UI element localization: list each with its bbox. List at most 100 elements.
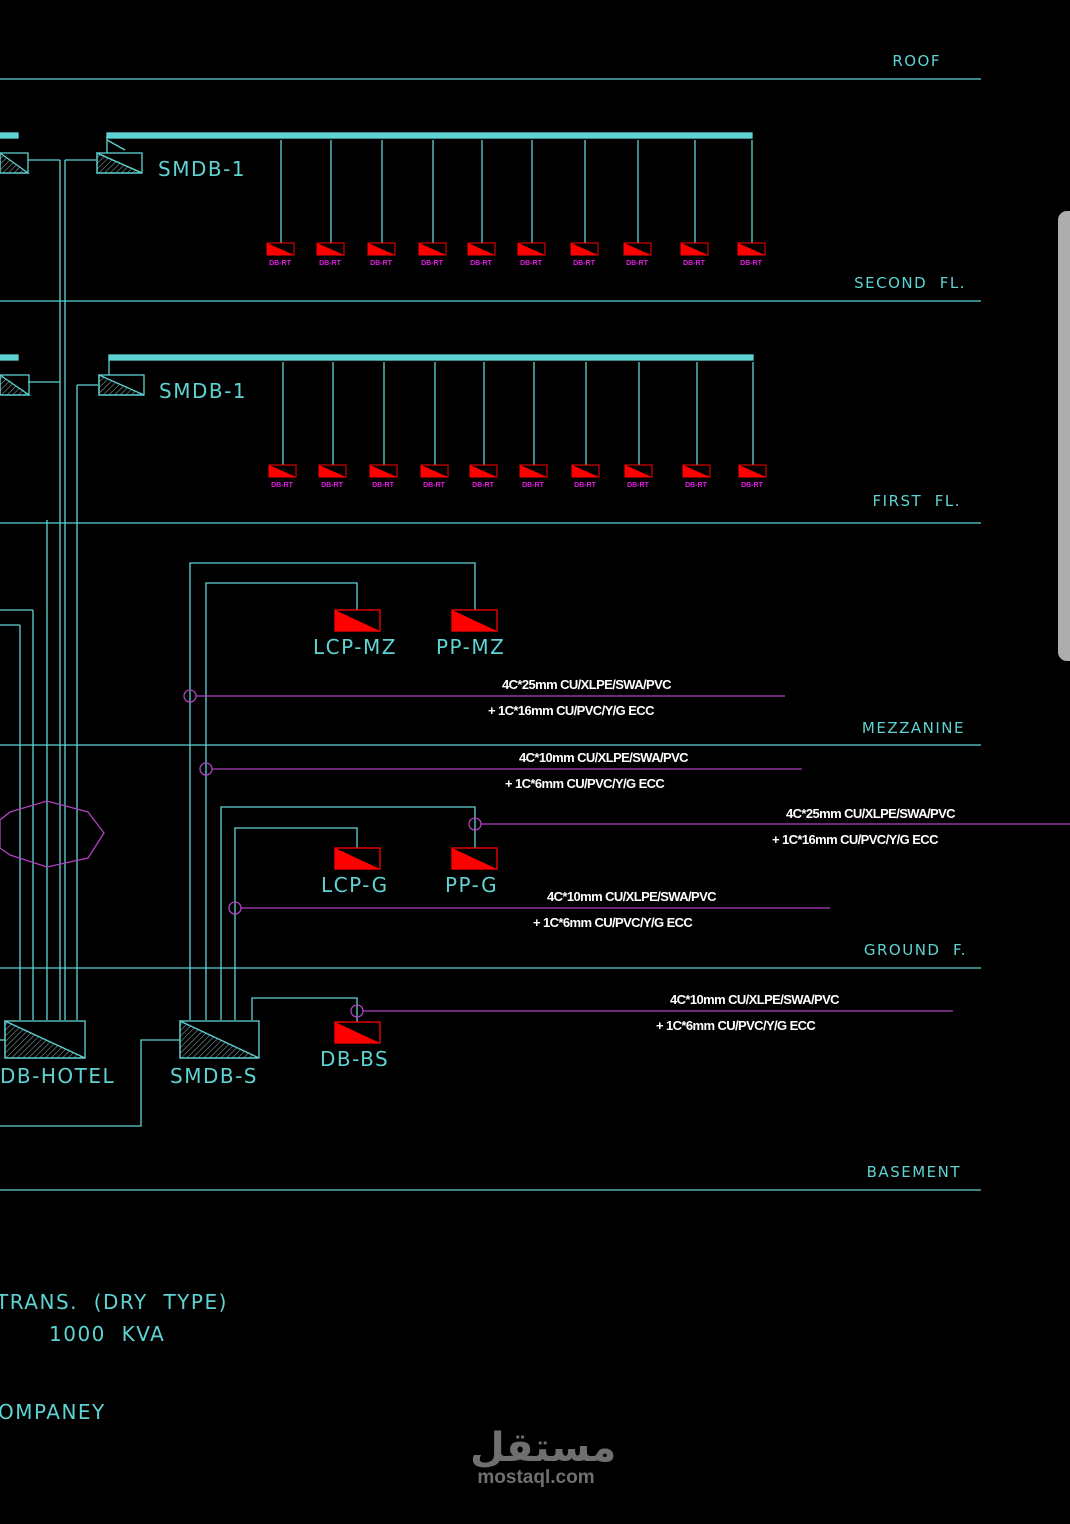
dbrt-fill	[681, 243, 708, 255]
dbrt-label: DB-RT	[321, 482, 343, 489]
dbrt-fill	[571, 243, 598, 255]
smdb-s-label: SMDB-S	[170, 1064, 258, 1088]
pp-mz-label: PP-MZ	[436, 635, 505, 659]
dbrt-panel[interactable]: DB-RT	[680, 140, 709, 267]
dbrt-fill	[319, 465, 346, 477]
dbrt-label: DB-RT	[626, 260, 648, 267]
dbrt-fill	[368, 243, 395, 255]
dbrt-label: DB-RT	[372, 482, 394, 489]
transformer-outline	[0, 800, 105, 868]
cable-line-2	[199, 762, 802, 776]
panel-pp-g[interactable]	[451, 847, 498, 870]
dbrt-label: DB-RT	[522, 482, 544, 489]
cable-5-line1: 4C*10mm CU/XLPE/SWA/PVC	[670, 992, 840, 1007]
dbrt-label: DB-RT	[271, 482, 293, 489]
transformer-rating-note: 1000 KVA	[49, 1322, 165, 1346]
dbrt-label: DB-RT	[470, 260, 492, 267]
dbrt-panel[interactable]: DB-RT	[369, 362, 398, 489]
dbrt-panel[interactable]: DB-RT	[571, 362, 600, 489]
dbrt-panel[interactable]: DB-RT	[737, 140, 766, 267]
dbrt-label: DB-RT	[319, 260, 341, 267]
cable-1-line1: 4C*25mm CU/XLPE/SWA/PVC	[502, 677, 672, 692]
dbrt-panel[interactable]: DB-RT	[517, 140, 546, 267]
dbrt-panel[interactable]: DB-RT	[570, 140, 599, 267]
dbrt-panel[interactable]: DB-RT	[420, 362, 449, 489]
floor-label-ground: GROUND F.	[864, 941, 967, 959]
cable-4-line2: + 1C*6mm CU/PVC/Y/G ECC	[533, 915, 693, 930]
cable-line-1	[183, 689, 785, 703]
db-bs-label: DB-BS	[320, 1047, 389, 1071]
vertical-scrollbar[interactable]	[1058, 211, 1070, 661]
dbrt-fill	[572, 465, 599, 477]
floor-label-second: SECOND FL.	[854, 274, 966, 292]
panel-lcp-mz[interactable]	[334, 609, 381, 632]
dbrt-label: DB-RT	[574, 482, 596, 489]
smdb-first-label: SMDB-1	[159, 379, 247, 403]
dbrt-panel[interactable]: DB-RT	[519, 362, 548, 489]
dbrt-fill	[739, 465, 766, 477]
riser-bundle-hotel	[0, 159, 98, 1020]
dbrt-panel[interactable]: DB-RT	[367, 140, 396, 267]
cable-line-5	[350, 1004, 953, 1018]
dbrt-label: DB-RT	[683, 260, 705, 267]
smdb-first-symbol	[0, 354, 754, 396]
db-hotel-symbol	[4, 1019, 86, 1059]
dbrt-fill	[738, 243, 765, 255]
dbrt-panel[interactable]: DB-RT	[623, 140, 652, 267]
smdb-s-symbol	[179, 1019, 260, 1059]
dbrt-panel[interactable]: DB-RT	[418, 140, 447, 267]
db-hotel-label: DB-HOTEL	[0, 1064, 115, 1088]
dbrt-panel[interactable]: DB-RT	[469, 362, 498, 489]
transformer-type-note: TRANS. (DRY TYPE)	[0, 1290, 228, 1314]
dbrt-panel[interactable]: DB-RT	[467, 140, 496, 267]
dbrt-fill	[468, 243, 495, 255]
panel-lcp-g[interactable]	[334, 847, 381, 870]
dbrt-fill	[421, 465, 448, 477]
dbrt-fill	[317, 243, 344, 255]
panel-pp-mz[interactable]	[451, 609, 498, 632]
pp-g-label: PP-G	[445, 873, 498, 897]
dbrt-label: DB-RT	[685, 482, 707, 489]
watermark-latin: mostaql.com	[477, 1467, 595, 1488]
dbrt-label: DB-RT	[573, 260, 595, 267]
dbrt-label: DB-RT	[627, 482, 649, 489]
lcp-g-label: LCP-G	[321, 873, 389, 897]
dbrt-group-second-floor: DB-RT DB-RT DB-RT DB-RT DB-RT DB-RT DB-RT DB-RT…	[266, 140, 766, 267]
dbrt-panel[interactable]: DB-RT	[316, 140, 345, 267]
dbrt-fill	[683, 465, 710, 477]
dbrt-panel[interactable]: DB-RT	[624, 362, 653, 489]
dbrt-label: DB-RT	[421, 260, 443, 267]
floor-label-first: FIRST FL.	[873, 492, 961, 510]
smdb-second-symbol	[0, 132, 753, 174]
cable-2-line1: 4C*10mm CU/XLPE/SWA/PVC	[519, 750, 689, 765]
dbrt-panel[interactable]: DB-RT	[682, 362, 711, 489]
dbrt-panel[interactable]: DB-RT	[318, 362, 347, 489]
dbrt-label: DB-RT	[423, 482, 445, 489]
cable-4-line1: 4C*10mm CU/XLPE/SWA/PVC	[547, 889, 717, 904]
cable-line-3	[468, 817, 1070, 831]
smdb-s-feeders	[0, 562, 476, 1127]
smdb-second-label: SMDB-1	[158, 157, 246, 181]
dbrt-label: DB-RT	[741, 482, 763, 489]
cable-1-line2: + 1C*16mm CU/PVC/Y/G ECC	[488, 703, 655, 718]
dbrt-fill	[520, 465, 547, 477]
floor-label-roof: ROOF	[892, 52, 941, 70]
lcp-mz-label: LCP-MZ	[313, 635, 397, 659]
dbrt-panel[interactable]: DB-RT	[268, 362, 297, 489]
dbrt-label: DB-RT	[740, 260, 762, 267]
cable-line-4	[228, 901, 830, 915]
dbrt-group-first-floor: DB-RT DB-RT DB-RT DB-RT DB-RT DB-RT DB-RT DB-RT…	[268, 362, 767, 489]
dbrt-fill	[370, 465, 397, 477]
cable-2-line2: + 1C*6mm CU/PVC/Y/G ECC	[505, 776, 665, 791]
panel-db-bs[interactable]	[334, 1021, 381, 1044]
floor-label-mezzanine: MEZZANINE	[862, 719, 965, 737]
cable-5-line2: + 1C*6mm CU/PVC/Y/G ECC	[656, 1018, 816, 1033]
cable-3-line2: + 1C*16mm CU/PVC/Y/G ECC	[772, 832, 939, 847]
watermark: مستقل mostaql.com	[470, 1425, 617, 1488]
dbrt-label: DB-RT	[269, 260, 291, 267]
dbrt-panel[interactable]: DB-RT	[738, 362, 767, 489]
dbrt-fill	[518, 243, 545, 255]
dbrt-panel[interactable]: DB-RT	[266, 140, 295, 267]
watermark-arabic: مستقل	[470, 1425, 617, 1471]
